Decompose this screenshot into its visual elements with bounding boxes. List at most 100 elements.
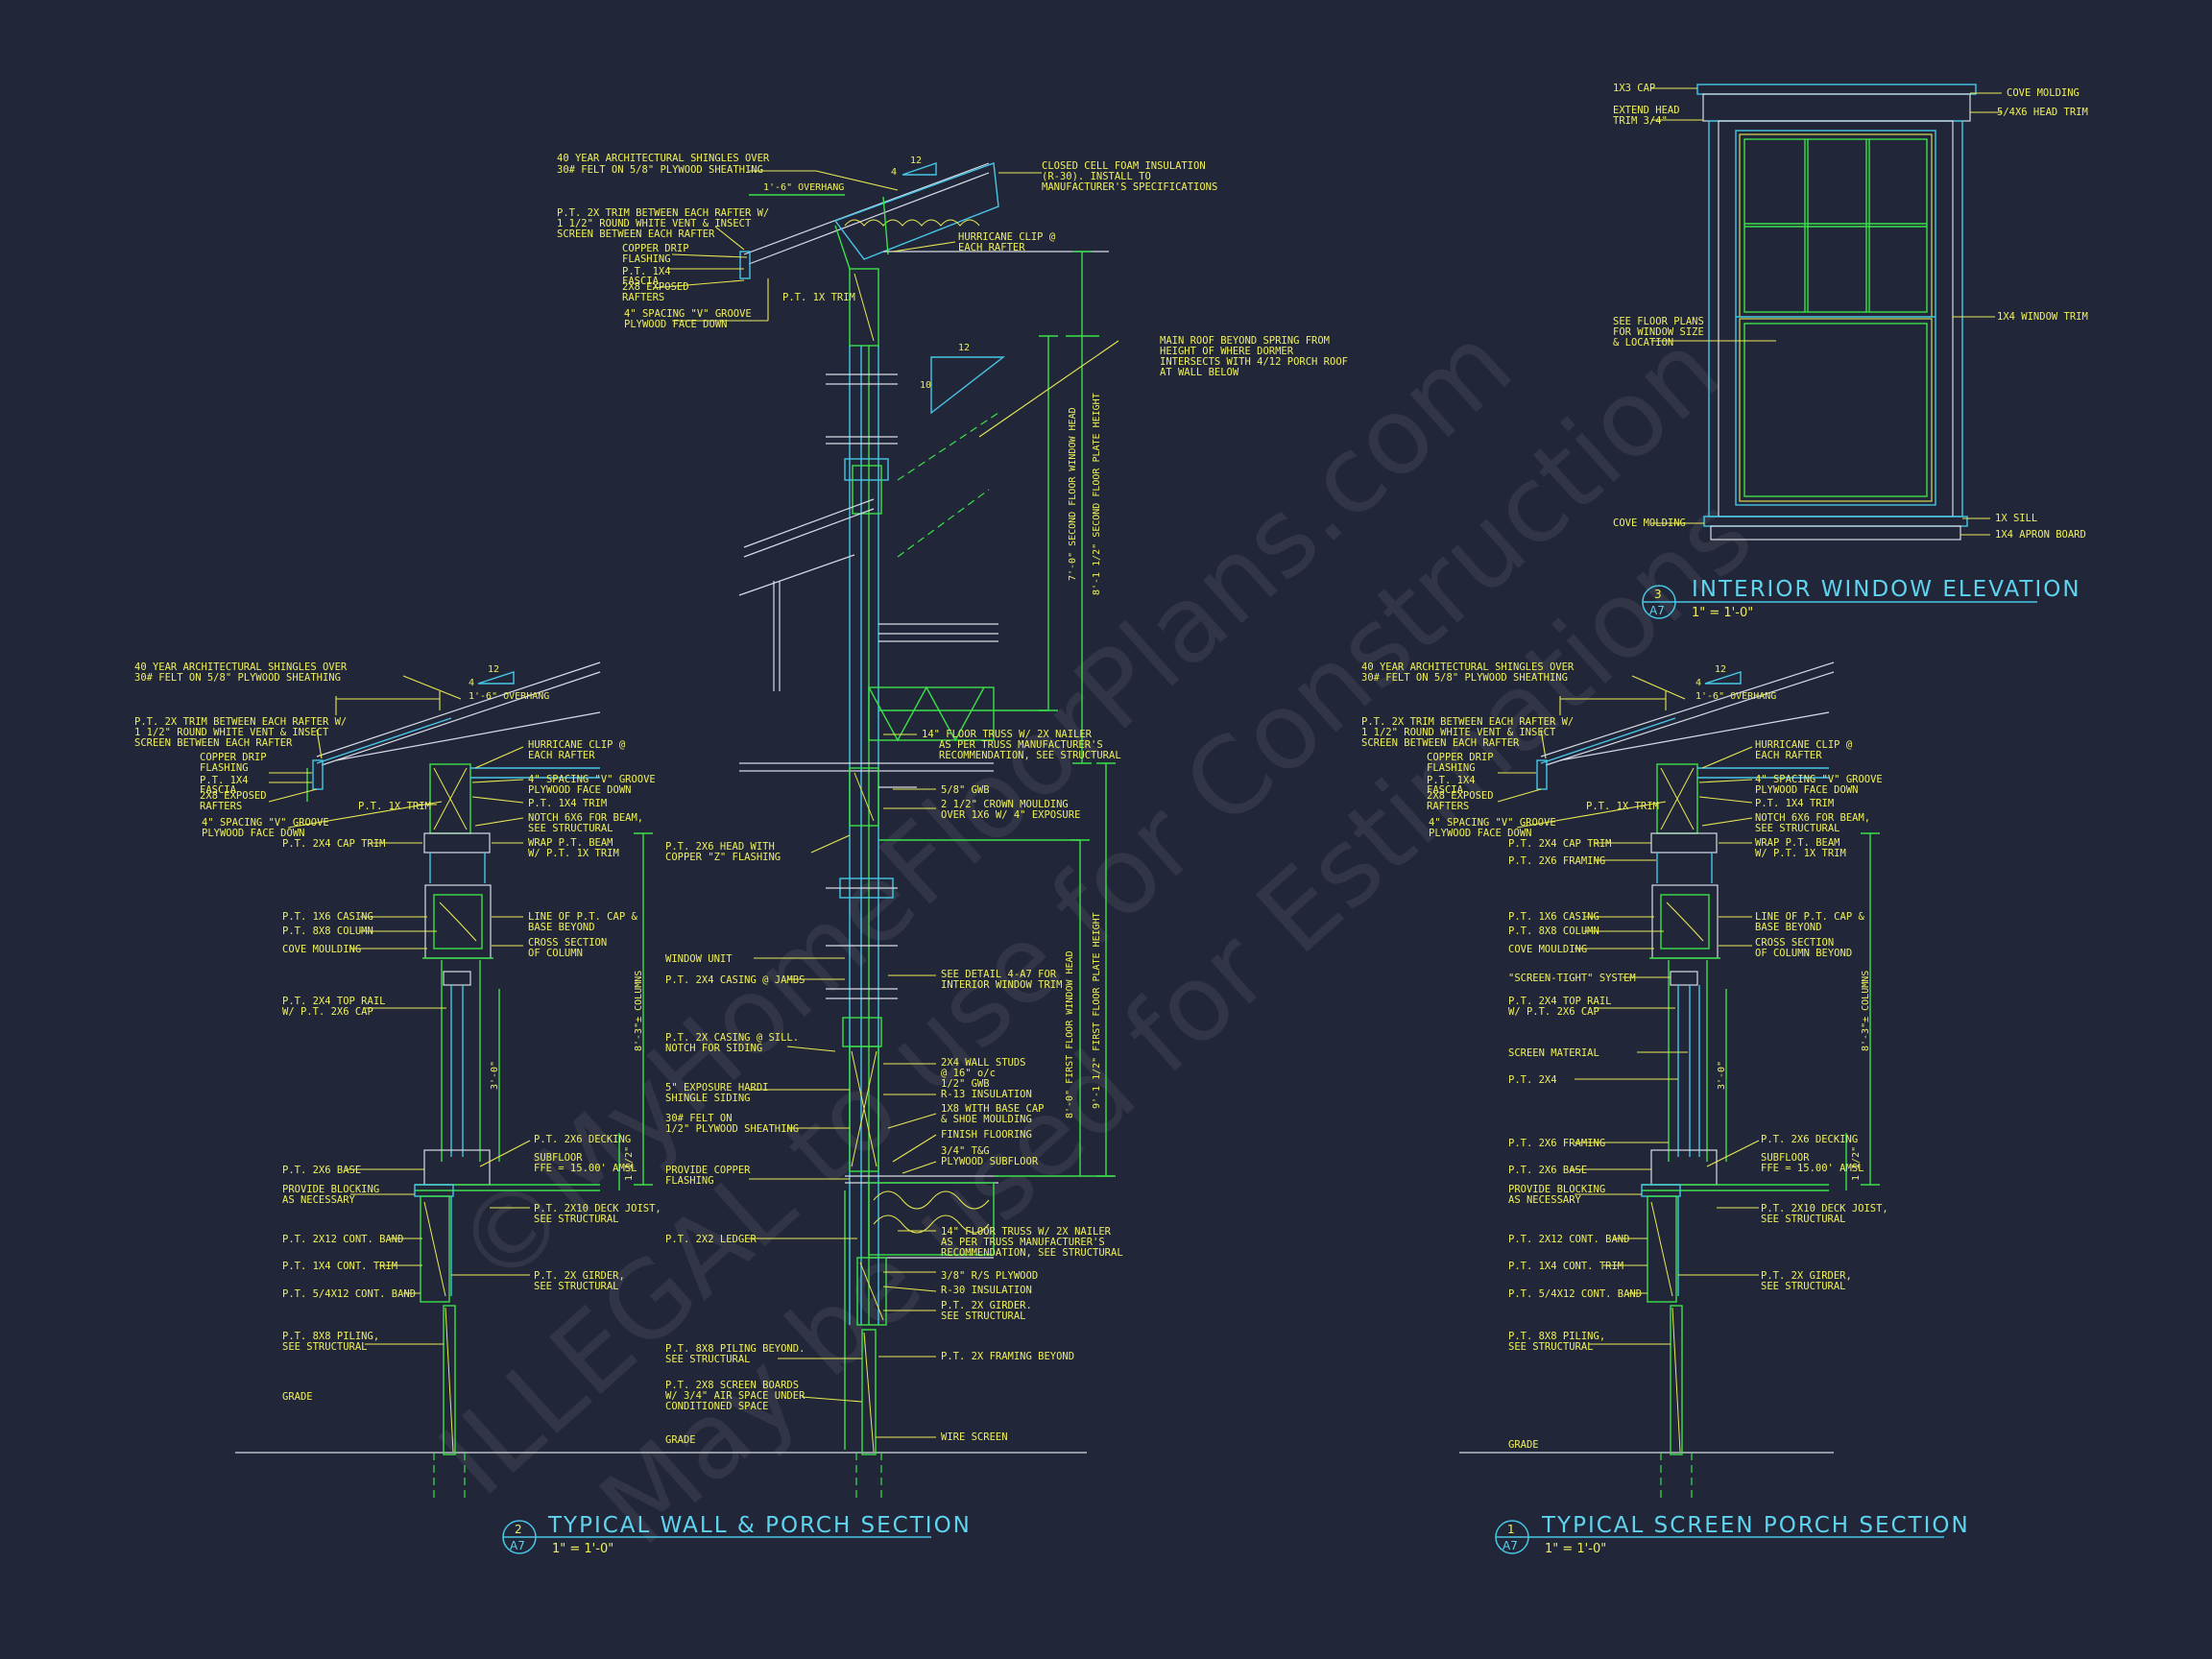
title-window: 3 A7 INTERIOR WINDOW ELEVATION 1" = 1'-0… bbox=[1642, 577, 2080, 620]
wall-pitch-markers: 12 4 1'-6" OVERHANG 12 10 1'-6" OVERHANG… bbox=[469, 156, 970, 702]
pl-shingles: 40 YEAR ARCHITECTURAL SHINGLES OVER bbox=[134, 661, 348, 673]
pl-5-4x12: P.T. 5/4X12 CONT. BAND bbox=[282, 1288, 416, 1300]
note-copper-drip: COPPER DRIP bbox=[622, 243, 689, 254]
sl-screen-tight: "SCREEN-TIGHT" SYSTEM bbox=[1508, 973, 1636, 984]
note-screen-boards: P.T. 2X8 SCREEN BOARDS bbox=[665, 1380, 799, 1391]
sl-shingles: 40 YEAR ARCHITECTURAL SHINGLES OVER bbox=[1361, 661, 1575, 673]
note-tg: 3/4" T&G bbox=[941, 1145, 990, 1157]
note-each-rafter: EACH RAFTER bbox=[958, 242, 1025, 253]
note-crown-over: OVER 1X6 W/ 4" EXPOSURE bbox=[941, 809, 1080, 821]
note-wall-below: AT WALL BELOW bbox=[1160, 367, 1239, 378]
note-shoe: & SHOE MOULDING bbox=[941, 1114, 1032, 1125]
sr-hurricane: HURRICANE CLIP @ bbox=[1755, 739, 1853, 751]
pr-wrap-trim: W/ P.T. 1X TRIM bbox=[528, 848, 619, 859]
sr-of-column-beyond: OF COLUMN BEYOND bbox=[1755, 948, 1852, 959]
note-girder: P.T. 2X GIRDER. bbox=[941, 1300, 1032, 1311]
wall-section-annotations-left: 40 YEAR ARCHITECTURAL SHINGLES OVER 30# … bbox=[557, 153, 855, 1446]
pr-cross: CROSS SECTION bbox=[528, 937, 607, 949]
note-truss-mfr-1st: AS PER TRUSS MANUFACTURER'S bbox=[941, 1237, 1105, 1248]
note-plywood-face: PLYWOOD FACE DOWN bbox=[624, 319, 727, 330]
pr-1x4: P.T. 1X4 TRIM bbox=[528, 798, 607, 809]
sl-piling-struct: SEE STRUCTURAL bbox=[1508, 1341, 1594, 1353]
sr-subfloor: SUBFLOOR bbox=[1761, 1152, 1810, 1164]
sl-screen-material: SCREEN MATERIAL bbox=[1508, 1047, 1599, 1059]
note-2x8: 2X8 EXPOSED bbox=[622, 281, 689, 293]
title-porch-sheet: A7 bbox=[1503, 1539, 1518, 1552]
note-r13: R-13 INSULATION bbox=[941, 1089, 1032, 1100]
pl-felt: 30# FELT ON 5/8" PLYWOOD SHEATHING bbox=[134, 672, 341, 684]
sr-joist: P.T. 2X10 DECK JOIST, bbox=[1761, 1203, 1888, 1214]
dim-rail-screen: 3'-0" bbox=[1717, 1061, 1727, 1090]
pl-blocking: PROVIDE BLOCKING bbox=[282, 1184, 379, 1195]
dim-step-wall: 1 1/2" bbox=[624, 1146, 635, 1181]
note-trim: P.T. 2X TRIM BETWEEN EACH RAFTER W/ bbox=[557, 207, 769, 219]
note-rafters: RAFTERS bbox=[622, 292, 664, 303]
title-window-scale: 1" = 1'-0" bbox=[1692, 606, 1753, 620]
sl-cap-trim: P.T. 2X4 CAP TRIM bbox=[1508, 838, 1611, 850]
note-gwb: 5/8" GWB bbox=[941, 784, 990, 796]
note-rs-plywood: 3/8" R/S PLYWOOD bbox=[941, 1270, 1038, 1282]
sl-2x8: 2X8 EXPOSED bbox=[1427, 790, 1494, 802]
note-hardi: 5" EXPOSURE HARDI bbox=[665, 1082, 768, 1094]
dim-rail-wall: 3'-0" bbox=[490, 1061, 500, 1090]
sr-1x4: P.T. 1X4 TRIM bbox=[1755, 798, 1834, 809]
screen-pitch: 1'-6" OVERHANG 12 4 bbox=[1695, 664, 1776, 702]
sr-girder-struct: SEE STRUCTURAL bbox=[1761, 1281, 1846, 1292]
pr-decking: P.T. 2X6 DECKING bbox=[534, 1134, 631, 1145]
pl-copper: COPPER DRIP bbox=[200, 752, 267, 763]
note-window-unit: WINDOW UNIT bbox=[665, 953, 733, 965]
note-truss-1st: 14" FLOOR TRUSS W/ 2X NAILER bbox=[941, 1226, 1112, 1238]
pl-vgroove: 4" SPACING "V" GROOVE bbox=[202, 817, 329, 829]
note-fascia: FASCIA bbox=[622, 276, 660, 287]
note-screen: SCREEN BETWEEN EACH RAFTER bbox=[557, 228, 715, 240]
sl-felt: 30# FELT ON 5/8" PLYWOOD SHEATHING bbox=[1361, 672, 1568, 684]
pr-base-beyond: BASE BEYOND bbox=[528, 922, 595, 933]
pitch-run-upper: 12 bbox=[910, 156, 922, 166]
note-vent: 1 1/2" ROUND WHITE VENT & INSECT bbox=[557, 218, 752, 229]
note-felt-on: 30# FELT ON bbox=[665, 1113, 733, 1124]
pitch-rise-main: 10 bbox=[920, 380, 931, 391]
note-framing-beyond: P.T. 2X FRAMING BEYOND bbox=[941, 1351, 1074, 1362]
wr-apron: 1X4 APRON BOARD bbox=[1995, 529, 2086, 541]
sl-trim: P.T. 2X TRIM BETWEEN EACH RAFTER W/ bbox=[1361, 716, 1574, 728]
note-truss-mfr-2nd: AS PER TRUSS MANUFACTURER'S bbox=[939, 739, 1103, 751]
sr-wrap: WRAP P.T. BEAM bbox=[1755, 837, 1840, 849]
grade-label-wall: GRADE bbox=[665, 1434, 696, 1446]
sr-each-rafter: EACH RAFTER bbox=[1755, 750, 1822, 761]
pl-flashing: FLASHING bbox=[200, 762, 249, 774]
note-truss-rec-2nd: RECOMMENDATION, SEE STRUCTURAL bbox=[939, 750, 1121, 761]
overhang-screen: 1'-6" OVERHANG bbox=[1695, 691, 1776, 702]
note-shingles: 40 YEAR ARCHITECTURAL SHINGLES OVER bbox=[557, 153, 770, 164]
pr-joist: P.T. 2X10 DECK JOIST, bbox=[534, 1203, 661, 1214]
pitch-run-main: 12 bbox=[958, 343, 970, 353]
note-see-structural: SEE STRUCTURAL bbox=[665, 1354, 751, 1365]
note-r30-ins: R-30 INSULATION bbox=[941, 1285, 1032, 1296]
title-wall-porch: 2 A7 TYPICAL WALL & PORCH SECTION 1" = 1… bbox=[502, 1513, 970, 1556]
title-porch-scale: 1" = 1'-0" bbox=[1545, 1542, 1606, 1556]
sl-vgroove: 4" SPACING "V" GROOVE bbox=[1429, 817, 1556, 829]
wr-window-trim: 1X4 WINDOW TRIM bbox=[1997, 311, 2088, 323]
title-window-number: 3 bbox=[1654, 588, 1662, 601]
note-notch-siding: NOTCH FOR SIDING bbox=[665, 1043, 762, 1054]
sl-cove: COVE MOULDING bbox=[1508, 944, 1587, 955]
pl-2x8: 2X8 EXPOSED bbox=[200, 790, 267, 802]
pl-screen: SCREEN BETWEEN EACH RAFTER bbox=[134, 737, 293, 749]
pl-top-rail: P.T. 2X4 TOP RAIL bbox=[282, 996, 385, 1007]
pitch-rise-porch: 4 bbox=[469, 678, 474, 688]
sl-piling: P.T. 8X8 PILING, bbox=[1508, 1331, 1605, 1342]
sl-blocking: PROVIDE BLOCKING bbox=[1508, 1184, 1605, 1195]
note-hurricane-clip: HURRICANE CLIP @ bbox=[958, 231, 1056, 243]
note-conditioned: CONDITIONED SPACE bbox=[665, 1401, 768, 1412]
dim-second-window: 7'-0" SECOND FLOOR WINDOW HEAD bbox=[1068, 407, 1078, 581]
note-wire-screen: WIRE SCREEN bbox=[941, 1431, 1008, 1443]
pl-plywood: PLYWOOD FACE DOWN bbox=[202, 828, 304, 839]
dim-first-window: 8'-0" FIRST FLOOR WINDOW HEAD bbox=[1065, 950, 1075, 1118]
sl-plywood: PLYWOOD FACE DOWN bbox=[1429, 828, 1531, 839]
pl-2x12: P.T. 2X12 CONT. BAND bbox=[282, 1234, 403, 1245]
pl-casing: P.T. 1X6 CASING bbox=[282, 911, 373, 923]
wl-cove: COVE MOLDING bbox=[1613, 517, 1686, 529]
note-dormer: HEIGHT OF WHERE DORMER bbox=[1160, 346, 1294, 357]
pr-notch-struct: SEE STRUCTURAL bbox=[528, 823, 613, 834]
porch-annotations-wall-left: 40 YEAR ARCHITECTURAL SHINGLES OVER 30# … bbox=[134, 661, 431, 1403]
